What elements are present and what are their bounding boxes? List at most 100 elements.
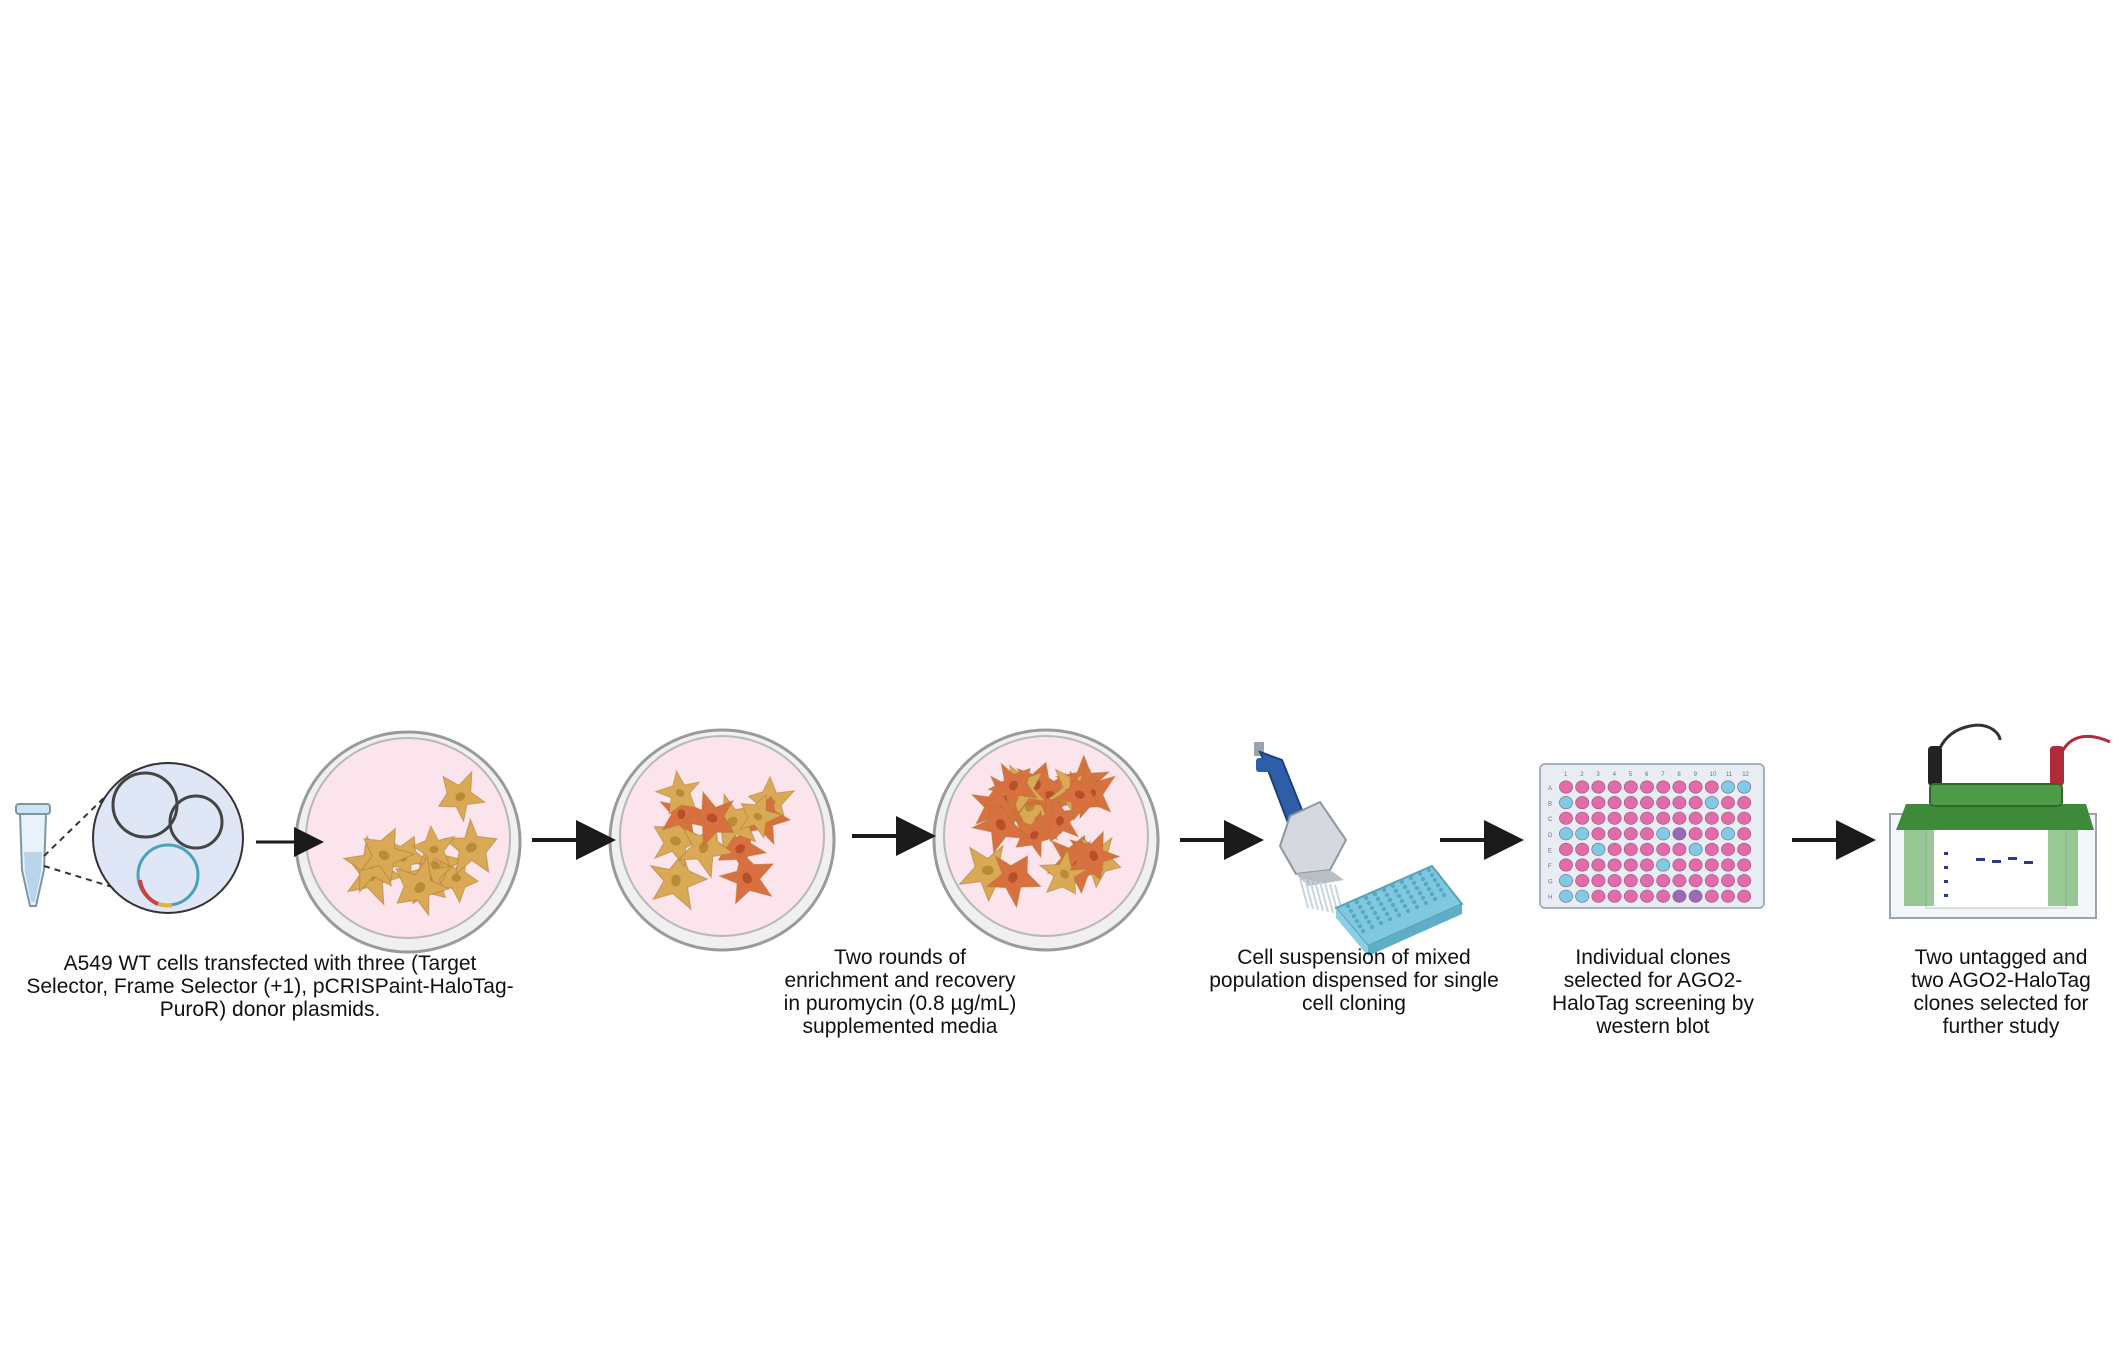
- gel-band: [2008, 857, 2017, 860]
- plasmids-inset: [92, 762, 244, 914]
- well: [1656, 780, 1671, 794]
- well: [1591, 889, 1606, 903]
- well: [1575, 889, 1590, 903]
- cell-icon: [738, 793, 784, 840]
- well: [1591, 811, 1606, 825]
- well: [1559, 811, 1573, 825]
- plate-column-label: 5: [1629, 772, 1633, 778]
- well: [1575, 796, 1590, 810]
- well: [1607, 889, 1622, 903]
- plate-column-label: 9: [1694, 772, 1698, 778]
- well: [1688, 827, 1703, 841]
- well: [1607, 858, 1622, 872]
- well: [1737, 858, 1752, 872]
- well: [1656, 827, 1671, 841]
- well: [1640, 874, 1654, 888]
- well: [1607, 874, 1622, 888]
- well: [1704, 811, 1719, 825]
- well: [1721, 811, 1735, 825]
- step-5-caption: Two untagged and two AGO2-HaloTag clones…: [1911, 946, 2091, 1038]
- well: [1704, 827, 1719, 841]
- plate-row-label: E: [1548, 848, 1552, 854]
- step-3-caption: Cell suspension of mixed population disp…: [1209, 946, 1499, 1015]
- plate-column-label: 11: [1726, 772, 1733, 778]
- well: [1640, 889, 1654, 903]
- well: [1640, 796, 1654, 810]
- plate-row-label: H: [1548, 895, 1552, 901]
- plate-column-label: 1: [1564, 772, 1568, 778]
- gel-band: [1944, 852, 1948, 855]
- well: [1623, 842, 1638, 856]
- well: [1656, 889, 1671, 903]
- well: [1688, 889, 1703, 903]
- gel-band: [1944, 866, 1948, 869]
- well: [1688, 842, 1703, 856]
- well: [1607, 796, 1622, 810]
- plate-row-label: C: [1548, 817, 1553, 823]
- well: [1559, 889, 1573, 903]
- well: [1591, 874, 1606, 888]
- well: [1656, 842, 1671, 856]
- well: [1704, 842, 1719, 856]
- well: [1672, 811, 1687, 825]
- cell-icon: [649, 852, 709, 911]
- gel-band: [1976, 858, 1985, 861]
- black-electrode-icon: [1928, 746, 1942, 786]
- well: [1737, 811, 1752, 825]
- well: [1704, 796, 1719, 810]
- red-lead-wire: [2056, 734, 2111, 779]
- gel-band: [1944, 894, 1948, 897]
- plate-row-label: D: [1548, 833, 1553, 839]
- well: [1672, 842, 1687, 856]
- plate-row-label: G: [1548, 880, 1553, 886]
- plate-column-label: 12: [1742, 772, 1749, 778]
- cell-icon: [1068, 830, 1122, 881]
- well: [1575, 858, 1590, 872]
- cell-icon: [987, 762, 1039, 815]
- culture-dish-2: [608, 728, 836, 952]
- cell-icon: [442, 817, 498, 876]
- well: [1591, 796, 1606, 810]
- plate-column-label: 8: [1677, 772, 1681, 778]
- well: [1672, 874, 1687, 888]
- well: [1704, 889, 1719, 903]
- well: [1640, 858, 1654, 872]
- well: [1559, 780, 1573, 794]
- well: [1672, 858, 1687, 872]
- well: [1721, 889, 1735, 903]
- well: [1575, 842, 1590, 856]
- well: [1656, 796, 1671, 810]
- zoom-line: [43, 791, 111, 857]
- well: [1721, 827, 1735, 841]
- well: [1640, 780, 1654, 794]
- well: [1575, 874, 1590, 888]
- step-2-caption: Two rounds of enrichment and recovery in…: [783, 946, 1017, 1038]
- cell-icon: [717, 851, 775, 905]
- well: [1721, 780, 1735, 794]
- well: [1737, 874, 1752, 888]
- well: [1672, 827, 1687, 841]
- tank-lid: [1929, 783, 2063, 807]
- well: [1672, 796, 1687, 810]
- well: [1737, 889, 1752, 903]
- well: [1623, 827, 1638, 841]
- well: [1591, 827, 1606, 841]
- plate-column-label: 6: [1645, 772, 1649, 778]
- well: [1575, 780, 1590, 794]
- well: [1640, 811, 1654, 825]
- well: [1737, 780, 1752, 794]
- well: [1721, 796, 1735, 810]
- cell-icon: [654, 769, 701, 815]
- well: [1591, 780, 1606, 794]
- well: [1704, 780, 1719, 794]
- well: [1704, 874, 1719, 888]
- well: [1559, 858, 1573, 872]
- plate-row-label: B: [1548, 802, 1552, 808]
- well: [1607, 811, 1622, 825]
- well: [1559, 874, 1573, 888]
- well: [1575, 811, 1590, 825]
- well: [1704, 858, 1719, 872]
- well: [1559, 842, 1573, 856]
- cell-icon: [1014, 809, 1059, 859]
